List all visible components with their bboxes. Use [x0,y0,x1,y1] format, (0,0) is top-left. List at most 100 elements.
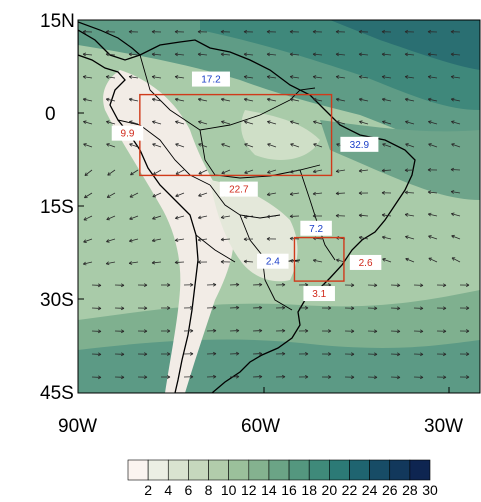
wind-arrow [174,52,185,57]
wind-arrow [367,329,378,334]
wind-arrow [160,329,171,333]
wind-arrow [151,260,162,265]
south-box [293,236,345,282]
wind-arrow [404,190,415,195]
wind-arrow [129,215,139,221]
wind-arrow [128,261,139,265]
wind-arrow [174,29,185,34]
wind-arrow [266,237,277,241]
wind-arrow [428,143,438,148]
wind-arrow [174,75,185,79]
wind-arrow [427,190,438,195]
wind-arrow [197,260,208,264]
wind-arrow [252,282,263,287]
wind-arrow [243,75,254,79]
wind-arrow [344,329,355,334]
wind-arrow [183,282,194,287]
wind-arrow [289,214,300,219]
wind-arrow [137,306,148,311]
wind-arrow [344,352,355,357]
wind-arrow [91,329,102,334]
wind-arrow [290,120,300,125]
wind-arrow [335,97,346,102]
colorbar-label: 28 [402,482,418,498]
colorbar-swatch [349,459,370,481]
wind-arrow [358,213,369,218]
wind-arrow [289,52,300,57]
wind-arrow [436,329,447,334]
wind-arrow [381,213,392,218]
wind-arrow [312,29,323,34]
wind-arrow [83,120,93,125]
colorbar-swatch [228,459,250,481]
wind-arrow [275,282,286,287]
wind-arrow [91,306,102,311]
flux-label-south-south: 3.1 [303,286,335,302]
wind-arrow [275,351,286,356]
colorbar-swatch [329,459,350,481]
lat-label-15n: 15N [40,11,75,32]
wind-arrow [221,169,231,175]
wind-arrow [381,97,392,102]
wind-arrow [105,52,116,57]
wind-arrow [129,143,139,148]
wind-arrow [275,328,286,333]
wind-arrow [459,375,470,379]
wind-arrow [84,169,93,176]
lat-label-30s: 30S [40,290,74,311]
wind-arrow [198,169,208,175]
wind-arrow [160,306,171,310]
wind-arrow [359,120,369,125]
wind-arrow [183,328,194,333]
wind-arrow [436,306,447,311]
wind-arrow [267,169,277,174]
wind-arrow [390,306,401,311]
wind-arrow [321,375,332,379]
wind-arrow [229,282,240,287]
wind-arrow [129,238,139,243]
wind-arrow [382,143,392,148]
flux-value: 32.9 [350,140,370,151]
colorbar-label: 6 [185,482,193,498]
wind-arrow [321,352,332,356]
wind-vectors [82,29,470,380]
wind-arrow [358,191,369,195]
wind-arrow [106,192,116,198]
colorbar-swatch [147,459,169,481]
wind-arrow [298,329,309,333]
wind-arrow [459,283,470,287]
wind-arrow [289,192,300,196]
wind-arrow [312,191,323,196]
wind-arrow [436,283,447,288]
wind-arrow [404,52,415,57]
wind-arrow [405,235,415,240]
wind-arrow [243,97,254,102]
wind-arrow [243,237,254,242]
colorbar-swatch [127,459,149,481]
wind-arrow [220,29,231,34]
colorbar-label: 4 [164,482,172,498]
wind-arrow [335,191,346,196]
wind-arrow [459,352,470,356]
wind-arrow [220,237,231,242]
wind-arrow [152,120,162,125]
wind-arrow [114,375,125,380]
wind-arrow [105,75,116,79]
wind-arrow [404,75,415,79]
wind-arrow [313,143,323,148]
wind-arrow [91,375,102,380]
wind-arrow [91,283,102,288]
wind-arrow [229,351,240,356]
wind-arrow [129,192,139,198]
wind-arrow [83,143,93,148]
wind-arrow [183,305,194,310]
wind-arrow [252,351,263,356]
wind-arrow [459,329,470,333]
wind-arrow [335,75,346,79]
flux-value: 7.2 [309,224,323,235]
wind-arrow [312,52,323,57]
south-america-outline [78,29,416,393]
